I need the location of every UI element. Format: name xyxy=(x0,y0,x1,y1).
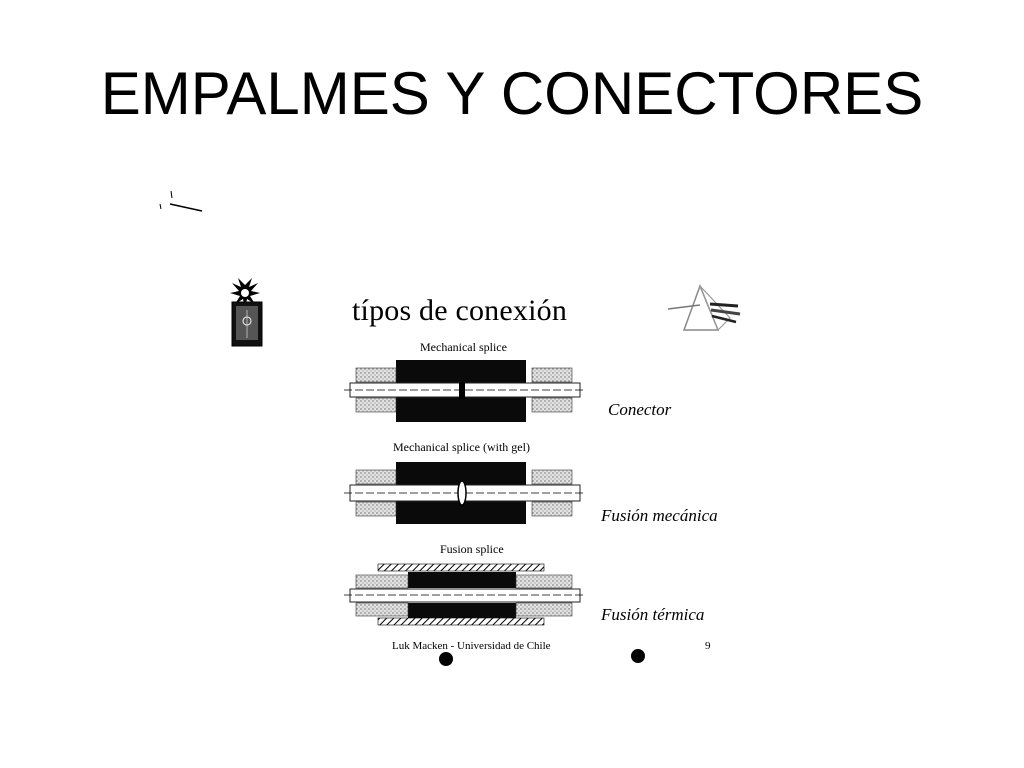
prism-logo xyxy=(667,283,741,332)
punch-hole-dot xyxy=(631,649,645,663)
punch-hole-dot xyxy=(439,652,453,666)
splice-caption: Mechanical splice xyxy=(420,340,507,354)
fusion-splice-diagram xyxy=(344,563,586,626)
page-number: 9 xyxy=(705,640,711,652)
university-crest-logo xyxy=(230,278,263,347)
splice-type-label: Conector xyxy=(608,400,672,419)
figure-credit: Luk Macken - Universidad de Chile xyxy=(392,640,551,652)
slide-title: EMPALMES Y CONECTORES xyxy=(100,60,924,127)
splice-caption: Mechanical splice (with gel) xyxy=(393,440,530,454)
scan-mark xyxy=(159,190,203,212)
splice-type-label: Fusión térmica xyxy=(601,605,705,624)
figure-heading: típos de conexión xyxy=(352,294,568,327)
splice-caption: Fusion splice xyxy=(440,542,504,556)
mechanical-splice-diagram xyxy=(344,360,586,422)
splice-type-label: Fusión mecánica xyxy=(601,506,718,525)
mechanical-splice-gel-diagram xyxy=(344,462,586,524)
